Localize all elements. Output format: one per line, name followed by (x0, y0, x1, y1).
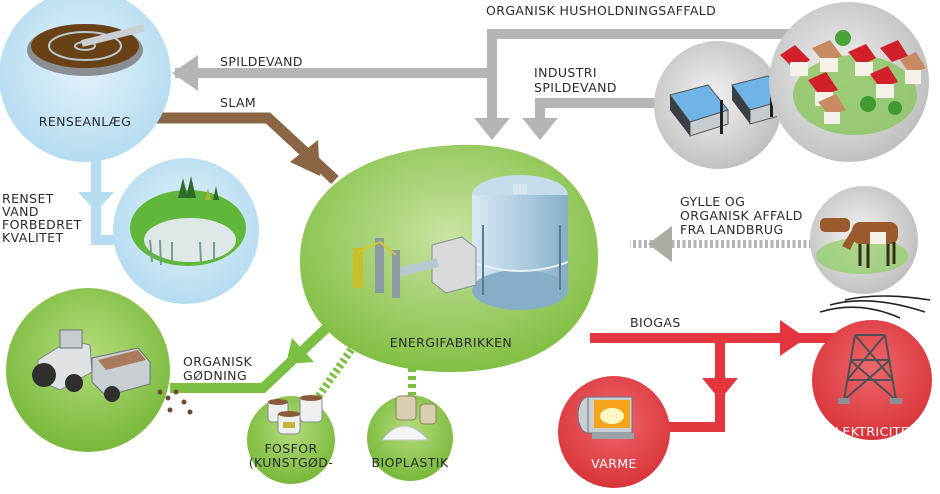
node-label-line-1: FOSFOR (264, 441, 317, 456)
flow-landbrug (630, 226, 812, 262)
node-industry[interactable] (654, 41, 787, 169)
flow-industri (522, 98, 660, 140)
flow-label-landbrug-line-3: FRA LANDBRUG (680, 222, 784, 237)
flow-spildevand (172, 55, 492, 91)
biogas-plant-icon (353, 175, 569, 310)
node-wetland[interactable] (113, 158, 259, 304)
flow-label-goedning-line-2: GØDNING (183, 368, 247, 383)
water-treatment-plant-icon (27, 24, 145, 76)
flow-label-industri-line-2: SPILDEVAND (534, 80, 617, 95)
node-label: ELEKTRICITET (827, 424, 917, 439)
node-label: BIOPLASTIK (372, 455, 449, 470)
flow-label-biogas: BIOGAS (630, 315, 681, 330)
bioplastic-sacks-icon (380, 395, 437, 441)
arrow-head-left (648, 226, 672, 262)
node-label-line-2: (KUNSTGØD- (249, 455, 333, 470)
flow-label-landbrug-line-2: ORGANISK AFFALD (680, 208, 803, 223)
fertilizer-bags-icon (267, 395, 323, 435)
arrow-head-down (78, 192, 114, 212)
node-bioplastik[interactable]: BIOPLASTIK (367, 395, 453, 481)
flow-husholdning (474, 29, 905, 140)
houses-icon (780, 30, 926, 135)
flow-label-renset-line-3: FORBEDRET (2, 217, 82, 232)
flow-label-slam: SLAM (220, 95, 256, 110)
cows-icon (816, 218, 908, 274)
arrow-head-diag (290, 140, 320, 176)
node-label: ENERGIFABRIKKEN (390, 335, 512, 350)
arrow-head-diag (286, 338, 314, 364)
node-tractor[interactable] (6, 288, 193, 452)
node-farm[interactable] (810, 186, 918, 294)
flow-label-industri-line-1: INDUSTRI (534, 65, 597, 80)
flow-label-renset-line-2: VAND (2, 204, 39, 219)
flow-goedning (170, 316, 339, 393)
node-fosfor[interactable]: FOSFOR (KUNSTGØD- (247, 395, 335, 484)
flow-label-renset-line-4: KVALITET (2, 230, 64, 245)
node-renseanlaeg[interactable]: RENSEANLÆG (0, 0, 171, 162)
flow-label-goedning-line-1: ORGANISK (183, 354, 253, 369)
flow-label-husholdning: ORGANISK HUSHOLDNINGSAFFALD (486, 3, 716, 18)
arrow-head-down (474, 118, 510, 140)
arrow-head-down (702, 378, 738, 400)
tractor-icon (32, 329, 193, 415)
flow-slam (150, 112, 339, 185)
node-energifabrikken[interactable]: ENERGIFABRIKKEN (300, 144, 599, 372)
flow-label-renset-line-1: RENSET (2, 191, 54, 206)
node-varme[interactable]: VARME (558, 376, 670, 488)
node-label: RENSEANLÆG (39, 114, 132, 129)
node-label: VARME (591, 456, 637, 471)
arrow-head-down (522, 118, 558, 140)
power-pylon-icon (819, 295, 931, 404)
arrow-head-right (780, 320, 806, 356)
boiler-icon (577, 396, 634, 439)
flow-label-landbrug-line-1: GYLLE OG (680, 194, 745, 209)
flow-label-spildevand: SPILDEVAND (220, 54, 303, 69)
node-elektricitet[interactable]: ELEKTRICITET (812, 295, 932, 440)
arrow-head-left (172, 55, 198, 91)
wetland-lake-icon (130, 176, 246, 266)
node-households[interactable] (769, 2, 929, 162)
factory-icon (669, 75, 787, 137)
flow-biogas (590, 320, 860, 432)
